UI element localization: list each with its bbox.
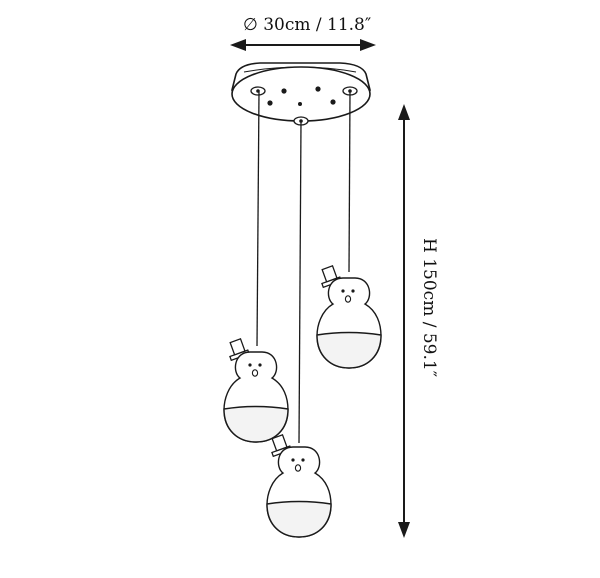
diameter-dimension: ∅ 30cm / 11.8″ (230, 15, 376, 51)
canopy-screw-5 (298, 102, 302, 106)
right-pendant-nose (344, 295, 352, 303)
left-pendant-shade (223, 405, 289, 443)
center-pendant-nose (294, 464, 302, 472)
center-pendant-eye-2 (301, 458, 305, 462)
suspension-cables (256, 91, 351, 444)
cable-center (298, 121, 302, 444)
diameter-arrow-left-head (230, 39, 246, 51)
center-pendant-eye-1 (291, 458, 295, 462)
center-pendant (266, 434, 332, 538)
diameter-arrow-right-head (360, 39, 376, 51)
left-pendant-eye-1 (248, 363, 252, 367)
canopy-screw-1 (281, 88, 287, 94)
grommet-right-hole (348, 89, 352, 93)
diameter-label: ∅ 30cm / 11.8″ (243, 15, 371, 35)
grommet-left-hole (256, 89, 260, 93)
left-pendant-nose (251, 369, 259, 377)
left-pendant (223, 338, 289, 443)
ceiling-canopy (230, 62, 372, 126)
canopy-screw-4 (330, 99, 336, 105)
right-pendant-eye-1 (341, 289, 345, 293)
height-arrow-top-head (398, 104, 410, 120)
height-arrow-bottom-head (398, 522, 410, 538)
right-pendant (316, 265, 382, 369)
canopy-screw-3 (267, 100, 273, 106)
cable-left (256, 91, 260, 347)
right-pendant-eye-2 (351, 289, 355, 293)
height-dimension: H 150cm / 59.1″ (398, 104, 439, 538)
height-label: H 150cm / 59.1″ (419, 238, 439, 377)
right-pendant-shade (316, 331, 382, 369)
center-pendant-shade (266, 500, 332, 538)
grommet-center-hole (299, 119, 303, 123)
cable-right (348, 91, 351, 273)
left-pendant-eye-2 (258, 363, 262, 367)
canopy-screw-2 (315, 86, 321, 92)
